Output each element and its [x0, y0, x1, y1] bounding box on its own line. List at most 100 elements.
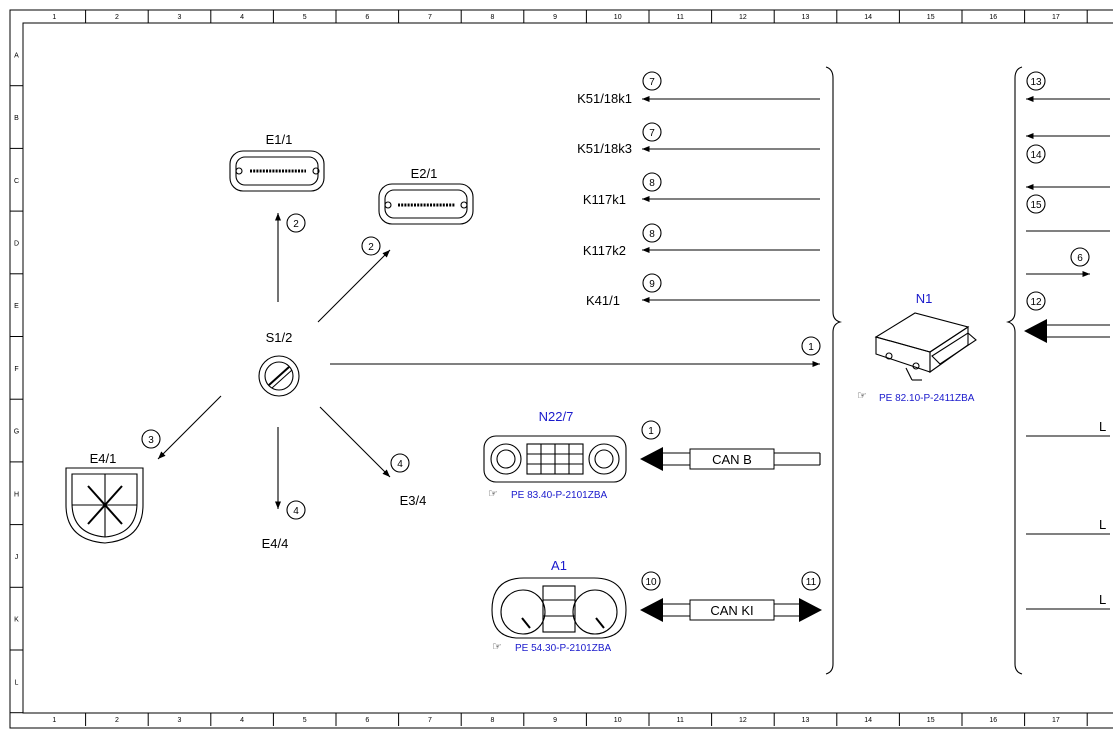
bracket-n1-inputs — [825, 66, 842, 675]
bubble-right-6-number: 6 — [1077, 253, 1083, 264]
bubble-k51-18k1: 7 — [642, 71, 662, 91]
n22-7-dial-left — [490, 443, 522, 475]
a1-reference[interactable]: ☞ PE 54.30-P-2101ZBA — [492, 641, 611, 654]
grid-row-label: A — [14, 52, 19, 59]
grid-column-label-top: 12 — [739, 14, 747, 21]
n1-control-unit[interactable]: N1 — [874, 291, 977, 381]
right-12-arrowhead — [1024, 319, 1047, 343]
grid-column-label-bottom: 4 — [240, 717, 244, 724]
can-ki-bus: CAN KI — [640, 598, 822, 622]
grid-column-label-top: 14 — [864, 14, 872, 21]
n1-ref-text: PE 82.10-P-2411ZBA — [879, 393, 975, 404]
grid-row-label: E — [14, 303, 19, 310]
grid-row-label: D — [14, 240, 19, 247]
pointing-hand-icon: ☞ — [488, 488, 498, 500]
n1-front-face — [875, 336, 931, 373]
n1-reference[interactable]: ☞ PE 82.10-P-2411ZBA — [857, 390, 975, 404]
bubble-k51-18k3: 7 — [642, 122, 662, 142]
grid-column-label-top: 3 — [178, 14, 182, 21]
bubble-k41-1-number: 9 — [649, 279, 655, 290]
s1-2-light-switch[interactable]: S1/2 — [258, 330, 300, 397]
bubble-right-14-number: 14 — [1030, 150, 1042, 161]
can-ki-arrowhead-right — [799, 598, 822, 622]
pointing-hand-icon: ☞ — [492, 641, 502, 653]
grid-column-label-bottom: 9 — [553, 717, 557, 724]
bubble-k41-1: 9 — [642, 273, 662, 293]
right-edge-label-3: L — [1099, 592, 1106, 607]
e4-1-cross-2 — [87, 485, 123, 525]
e1-1-screw-right — [312, 167, 320, 175]
n22-7-reference[interactable]: ☞ PE 83.40-P-2101ZBA — [488, 488, 607, 501]
bubble-e4-4: 4 — [286, 500, 306, 520]
e2-1-housing — [378, 183, 474, 225]
n22-7-label: N22/7 — [539, 409, 574, 424]
grid-column-label-top: 1 — [52, 14, 56, 21]
n1-top-face — [874, 312, 970, 353]
grid-row-label: J — [15, 554, 19, 561]
bubble-k117k1-number: 8 — [649, 178, 655, 189]
right-side-connections — [1024, 95, 1110, 610]
e2-1-screw-left — [384, 201, 392, 209]
e3-4-label: E3/4 — [400, 493, 427, 508]
grid-column-label-bottom: 3 — [178, 717, 182, 724]
bubble-right-12-number: 12 — [1030, 297, 1042, 308]
e4-1-lamp[interactable]: E4/1 — [65, 451, 144, 544]
k117k1-label: K117k1 — [583, 192, 626, 207]
e1-1-screw-left — [235, 167, 243, 175]
grid-column-label-bottom: 8 — [491, 717, 495, 724]
grid-column-label-bottom: 16 — [989, 717, 997, 724]
bubble-right-14: 14 — [1026, 144, 1046, 164]
output-lines — [642, 95, 820, 304]
a1-needle-left — [521, 617, 531, 629]
n22-7-ref-text: PE 83.40-P-2101ZBA — [511, 490, 607, 501]
a1-ref-text: PE 54.30-P-2101ZBA — [515, 643, 611, 654]
s1-2-connections — [157, 213, 820, 509]
bubble-e2-1: 2 — [361, 236, 381, 256]
grid-column-label-bottom: 15 — [927, 717, 935, 724]
can-b-arrowhead — [640, 447, 663, 471]
n22-7-dial-left-inner — [496, 449, 516, 469]
bubble-e2-1-number: 2 — [368, 242, 374, 253]
k117k2-label: K117k2 — [583, 243, 626, 258]
grid-row-label: B — [14, 115, 19, 122]
a1-instrument-cluster[interactable]: A1 — [491, 558, 627, 639]
right-edge-label-2: L — [1099, 517, 1106, 532]
grid-column-label-top: 16 — [989, 14, 997, 21]
bubble-can-ki-left-number: 10 — [645, 577, 657, 588]
e2-1-lens — [384, 189, 468, 219]
grid-column-label-top: 7 — [428, 14, 432, 21]
n1-label: N1 — [916, 291, 933, 306]
a1-housing — [491, 577, 627, 639]
n1-connector — [931, 332, 977, 365]
pointing-hand-icon: ☞ — [857, 390, 867, 402]
bracket-n1-outputs — [1006, 66, 1023, 675]
grid-column-label-top: 11 — [677, 14, 684, 21]
grid-column-label-bottom: 1 — [52, 717, 56, 724]
e4-1-shield — [65, 467, 144, 544]
grid-column-label-top: 6 — [365, 14, 369, 21]
right-edge-label-1: L — [1099, 419, 1106, 434]
grid-row-label: H — [14, 491, 19, 498]
n22-7-climate-control[interactable]: N22/7 — [483, 409, 627, 483]
bubble-can-ki-right-number: 11 — [806, 577, 817, 588]
k51-18k1-label: K51/18k1 — [577, 91, 632, 106]
grid-column-label-bottom: 7 — [428, 717, 432, 724]
grid-column-label-bottom: 12 — [739, 717, 747, 724]
grid-column-label-top: 10 — [614, 14, 622, 21]
grid-column-label-top: 13 — [802, 14, 810, 21]
s1-2-knob-grip — [268, 366, 290, 386]
grid-column-label-top: 8 — [491, 14, 495, 21]
can-b-bus: CAN B — [640, 447, 821, 471]
grid-row-label: K — [14, 617, 19, 624]
e2-1-headlamp[interactable]: E2/1 — [378, 166, 474, 225]
a1-needle-right — [595, 617, 605, 629]
s1-2-knob-grip-2 — [271, 369, 293, 389]
grid-column-label-bottom: 2 — [115, 717, 119, 724]
can-ki-arrowhead-left — [640, 598, 663, 622]
grid-column-label-bottom: 13 — [802, 717, 810, 724]
grid-column-label-bottom: 17 — [1052, 717, 1060, 724]
e4-4-label: E4/4 — [262, 536, 289, 551]
bubble-can-ki-right: 11 — [801, 571, 821, 591]
a1-gauge-right — [572, 589, 618, 635]
e1-1-headlamp[interactable]: E1/1 — [229, 132, 325, 192]
